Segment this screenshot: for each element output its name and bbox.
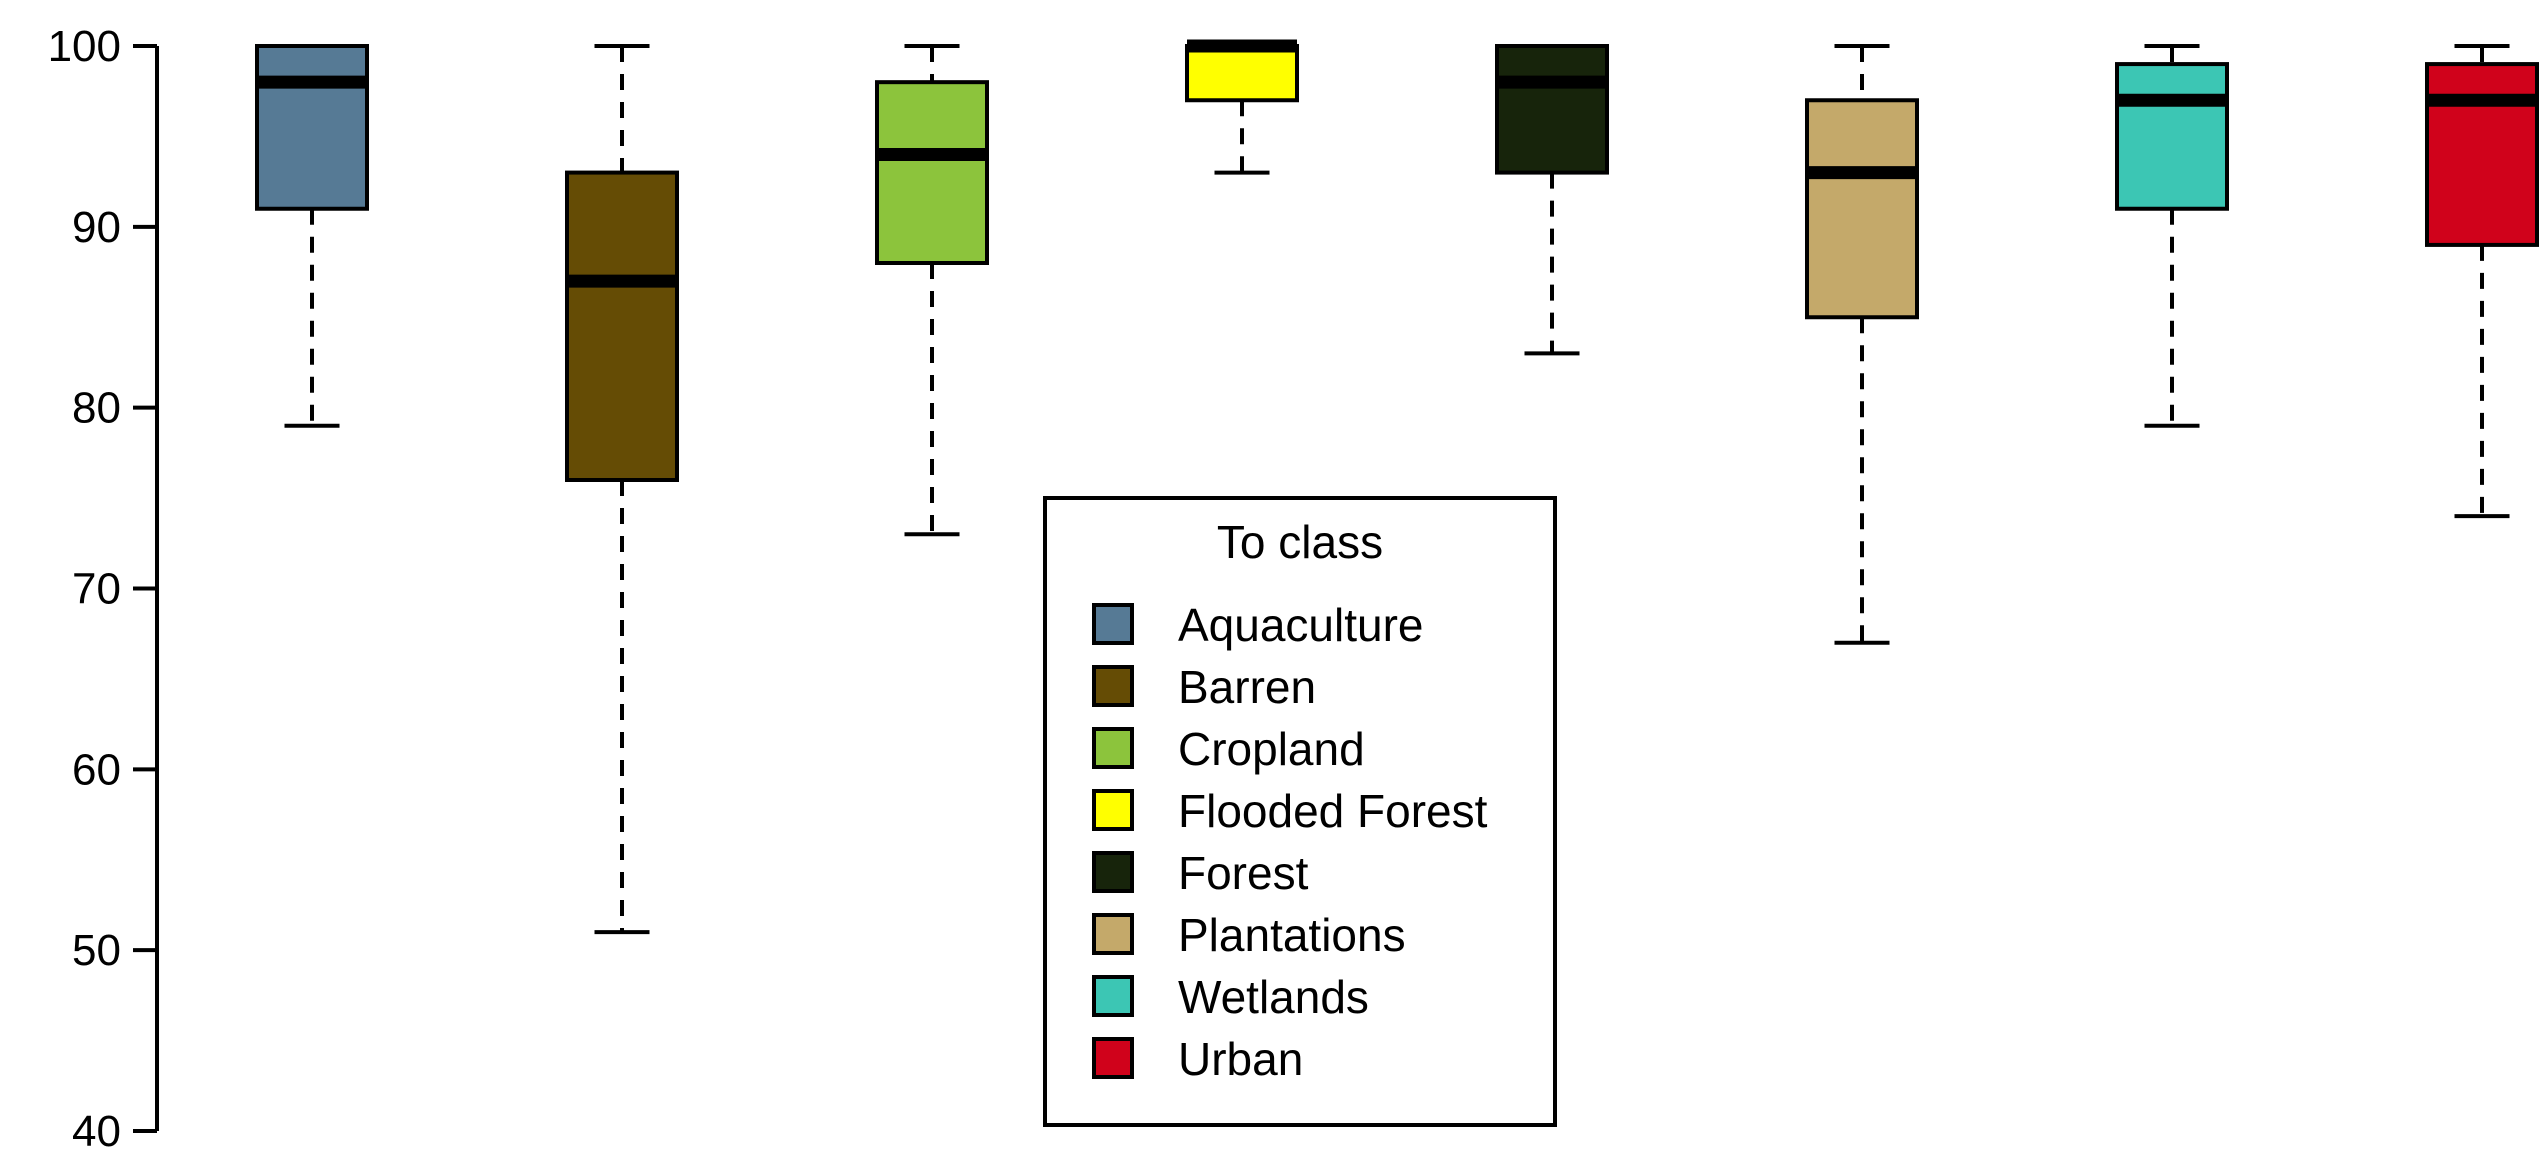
- legend-swatch-cropland: [1092, 727, 1134, 769]
- boxes: [255, 39, 2539, 935]
- y-tick-label-40: 40: [72, 1107, 121, 1156]
- box-urban: [2425, 44, 2539, 519]
- box-forest: [1495, 44, 1609, 356]
- box-flooded-forest: [1185, 39, 1299, 175]
- legend-swatch-aquaculture: [1092, 603, 1134, 645]
- box-rect: [1185, 44, 1299, 103]
- box-rect: [2115, 62, 2229, 211]
- legend-label-barren: Barren: [1178, 661, 1316, 713]
- box-cropland: [875, 44, 989, 537]
- y-axis: 40 50 60 70 80 90 100: [48, 22, 159, 1156]
- legend-label-flooded-forest: Flooded Forest: [1178, 785, 1488, 837]
- box-rect: [565, 170, 679, 482]
- legend-swatch-forest: [1092, 851, 1134, 893]
- box-rect: [875, 80, 989, 265]
- y-tick-label-90: 90: [72, 203, 121, 252]
- box-plantations: [1805, 44, 1919, 645]
- box-rect: [2425, 62, 2539, 247]
- box-rect: [255, 44, 369, 211]
- y-tick-label-100: 100: [48, 22, 121, 71]
- legend-swatch-urban: [1092, 1037, 1134, 1079]
- legend-title: To class: [1217, 516, 1383, 568]
- legend-swatch-flooded-forest: [1092, 789, 1134, 831]
- box-aquaculture: [255, 44, 369, 428]
- legend-label-aquaculture: Aquaculture: [1178, 599, 1424, 651]
- y-tick-label-80: 80: [72, 384, 121, 433]
- legend-label-cropland: Cropland: [1178, 723, 1365, 775]
- legend-label-urban: Urban: [1178, 1033, 1303, 1085]
- y-tick-label-70: 70: [72, 565, 121, 614]
- legend-label-plantations: Plantations: [1178, 909, 1406, 961]
- legend-swatch-barren: [1092, 665, 1134, 707]
- box-wetlands: [2115, 44, 2229, 428]
- legend-swatch-wetlands: [1092, 975, 1134, 1017]
- box-rect: [1805, 98, 1919, 320]
- y-tick-label-60: 60: [72, 745, 121, 794]
- box-barren: [565, 44, 679, 935]
- legend-swatch-plantations: [1092, 913, 1134, 955]
- legend: To classAquacultureBarrenCroplandFlooded…: [1043, 496, 1557, 1127]
- legend-label-wetlands: Wetlands: [1178, 971, 1369, 1023]
- box-rect: [1495, 44, 1609, 175]
- legend-label-forest: Forest: [1178, 847, 1309, 899]
- y-tick-label-50: 50: [72, 926, 121, 975]
